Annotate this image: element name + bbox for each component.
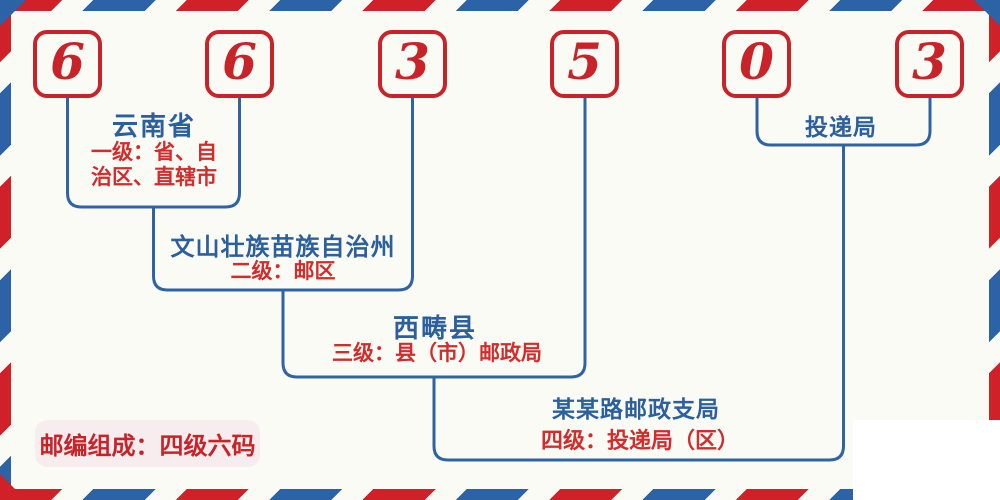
airmail-border-right <box>989 0 1000 500</box>
postal-digit-3: 3 <box>395 32 430 91</box>
postal-digit-5: 0 <box>739 32 774 91</box>
level1-region-name: 云南省 <box>111 111 197 141</box>
postal-digit-2: 6 <box>222 32 257 91</box>
airmail-border-left <box>0 0 11 500</box>
postal-digit-4: 5 <box>567 32 602 91</box>
airmail-border-bottom <box>0 489 1000 500</box>
postal-digit-box-1: 6 <box>33 30 102 98</box>
bottom-right-white-mask <box>853 420 1000 500</box>
postal-digit-box-5: 0 <box>722 30 791 98</box>
postal-digit-1: 6 <box>50 32 85 91</box>
airmail-border-top <box>0 0 1000 11</box>
level4-description: 四级：投递局（区） <box>540 428 740 453</box>
postal-digit-6: 3 <box>912 32 947 91</box>
postcode-composition-badge: 邮编组成：四级六码 <box>35 420 260 467</box>
level3-description: 三级：县（市）邮政局 <box>332 342 542 365</box>
postcode-composition-text: 邮编组成：四级六码 <box>39 431 256 460</box>
level1-description-line1: 一级：省、自 <box>91 141 217 164</box>
postal-digit-box-4: 5 <box>550 30 619 98</box>
level1-description-line2: 治区、直辖市 <box>91 166 217 189</box>
level1-description: 一级：省、自 治区、直辖市 <box>91 140 217 190</box>
level4-region-name: 某某路邮政支局 <box>552 396 720 422</box>
postal-digit-box-2: 6 <box>205 30 274 98</box>
level2-description: 二级：邮区 <box>230 260 336 283</box>
postal-digit-box-3: 3 <box>378 30 447 98</box>
postal-digit-box-6: 3 <box>895 30 964 98</box>
delivery-office-label: 投递局 <box>805 114 877 140</box>
